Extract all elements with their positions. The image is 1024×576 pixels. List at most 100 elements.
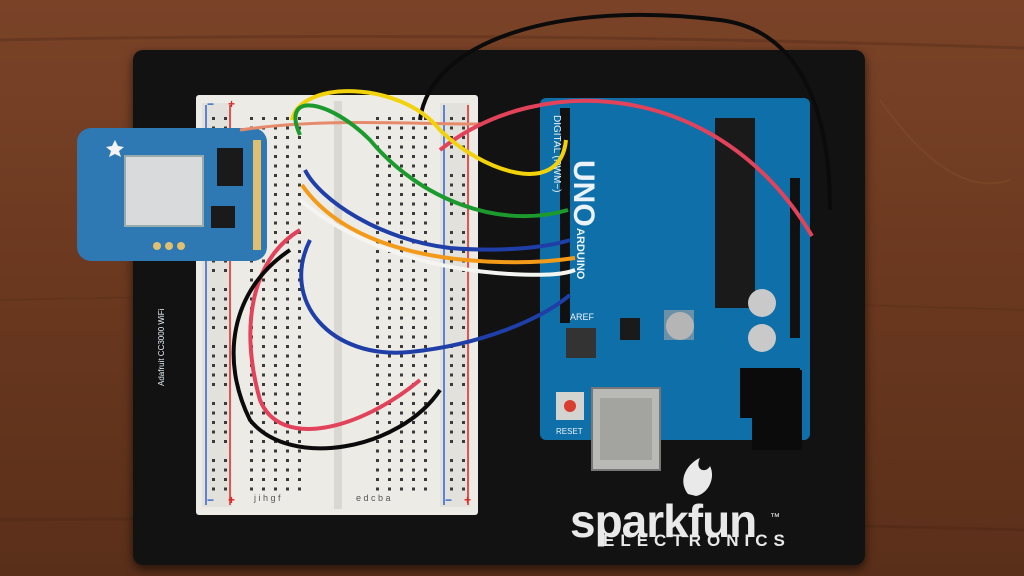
breadboard-hole	[224, 297, 227, 301]
breadboard-hole	[450, 202, 453, 206]
breadboard-hole	[298, 421, 301, 424]
breadboard-hole	[286, 383, 289, 386]
breadboard-hole	[388, 126, 391, 130]
breadboard-hole	[286, 240, 289, 244]
breadboard-hole	[388, 440, 391, 443]
breadboard-hole	[376, 174, 379, 177]
breadboard-hole	[224, 288, 227, 291]
breadboard-hole	[450, 487, 453, 491]
breadboard-hole	[262, 316, 265, 320]
breadboard-hole	[400, 231, 403, 234]
plus-rail-label-top: +	[228, 97, 236, 111]
wire-orange	[300, 183, 576, 265]
breadboard-hole	[250, 468, 253, 472]
plus-rail-label-bottom: +	[228, 493, 236, 507]
breadboard-hole	[388, 269, 391, 272]
breadboard-hole	[450, 259, 453, 263]
breadboard-hole	[424, 221, 427, 225]
breadboard-hole	[412, 212, 415, 215]
breadboard-hole	[286, 259, 289, 263]
breadboard-hole	[462, 212, 465, 215]
wire-black-top	[418, 12, 832, 211]
breadboard-hole	[298, 221, 301, 225]
breadboard-hole	[274, 278, 277, 282]
breadboard-hole	[450, 174, 453, 177]
breadboard-hole	[400, 326, 403, 329]
breadboard-hole	[286, 402, 289, 405]
breadboard-hole	[262, 478, 265, 481]
breadboard-hole	[376, 231, 379, 234]
breadboard-hole	[286, 221, 289, 225]
breadboard-hole	[424, 126, 427, 130]
breadboard-hole	[262, 297, 265, 301]
wire-green	[293, 103, 569, 219]
breadboard-hole	[388, 193, 391, 196]
breadboard-hole	[298, 117, 301, 120]
breadboard-hole	[224, 411, 227, 415]
breadboard-hole	[286, 307, 289, 310]
breadboard-hole	[298, 459, 301, 462]
breadboard-hole	[412, 459, 415, 462]
breadboard-hole	[450, 411, 453, 415]
breadboard-hole	[286, 468, 289, 472]
breadboard-hole	[412, 259, 415, 263]
breadboard-hole	[376, 250, 379, 253]
breadboard-hole	[400, 335, 403, 339]
breadboard-hole	[388, 487, 391, 491]
breadboard-hole	[224, 373, 227, 377]
breadboard-hole	[400, 487, 403, 491]
breadboard-hole	[274, 373, 277, 377]
breadboard-hole	[462, 459, 465, 462]
breadboard-hole	[286, 212, 289, 215]
breadboard-hole	[424, 231, 427, 234]
breadboard-hole	[462, 297, 465, 301]
breakout-components	[106, 140, 261, 250]
breadboard-hole	[262, 345, 265, 348]
breadboard-hole	[274, 345, 277, 348]
breadboard-hole	[274, 221, 277, 225]
breadboard-hole	[274, 316, 277, 320]
breadboard-hole	[224, 326, 227, 329]
breadboard-hole	[424, 326, 427, 329]
breadboard-hole	[376, 383, 379, 386]
breadboard-hole	[298, 164, 301, 168]
breadboard-hole	[274, 354, 277, 358]
breadboard-hole	[298, 354, 301, 358]
wire-black-bottom	[231, 248, 442, 451]
breadboard-hole	[212, 326, 215, 329]
breadboard-hole	[224, 383, 227, 386]
breadboard-hole	[462, 126, 465, 130]
breadboard-hole	[412, 468, 415, 472]
breadboard-hole	[250, 392, 253, 396]
breadboard-hole	[286, 440, 289, 443]
breadboard-hole	[376, 307, 379, 310]
breadboard-hole	[450, 354, 453, 358]
breadboard-hole	[412, 449, 415, 453]
breadboard-hole	[286, 174, 289, 177]
breadboard-hole	[450, 117, 453, 120]
breadboard-hole	[212, 117, 215, 120]
breadboard-hole	[400, 459, 403, 462]
breadboard-hole	[450, 430, 453, 434]
breadboard-hole	[376, 449, 379, 453]
breadboard-hole	[212, 259, 215, 263]
breadboard-hole	[450, 212, 453, 215]
breadboard-hole	[298, 307, 301, 310]
breadboard-hole	[224, 117, 227, 120]
breadboard-hole	[450, 440, 453, 443]
breadboard-hole	[286, 373, 289, 377]
breadboard-hole	[462, 364, 465, 367]
breadboard-hole	[462, 468, 465, 472]
breadboard-hole	[424, 411, 427, 415]
breadboard-hole	[262, 335, 265, 339]
breadboard-hole	[412, 316, 415, 320]
breadboard-hole	[274, 297, 277, 301]
breadboard-hole	[298, 326, 301, 329]
breadboard-hole	[376, 345, 379, 348]
breadboard-hole	[274, 231, 277, 234]
breadboard-hole	[274, 155, 277, 158]
breadboard-hole	[250, 487, 253, 491]
breadboard-hole	[376, 392, 379, 396]
breadboard-hole	[412, 411, 415, 415]
breadboard-hole	[274, 126, 277, 130]
